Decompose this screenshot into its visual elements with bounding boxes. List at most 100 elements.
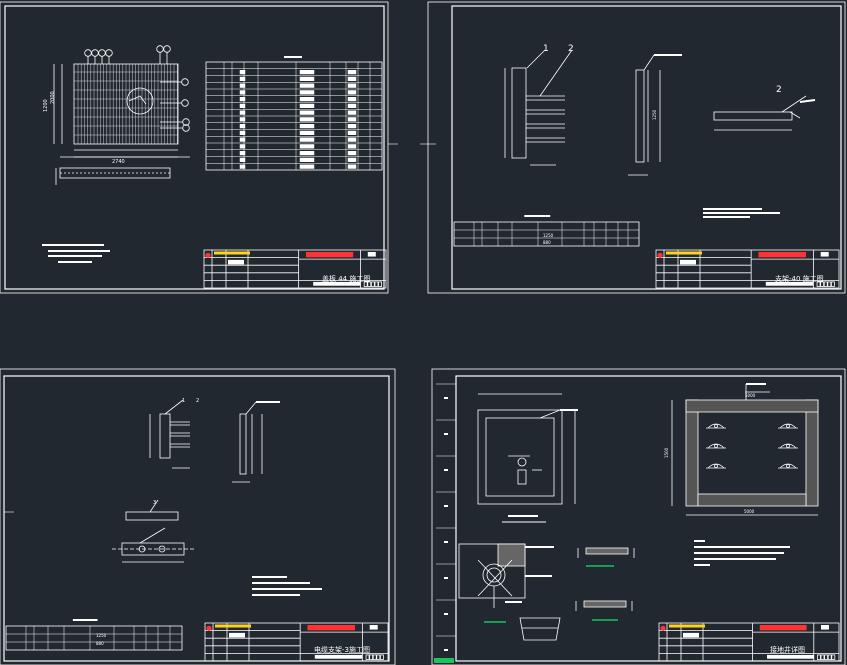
- sheet-1-plan-view: [53, 63, 190, 158]
- table-cell-text: [347, 90, 357, 95]
- table-cell-text: [239, 157, 246, 162]
- company-name-red: [305, 252, 354, 258]
- table-cell-text: [239, 151, 246, 156]
- sheet-2-material-table: [453, 215, 640, 247]
- page-box: [365, 654, 370, 660]
- cable-saddle: [779, 463, 797, 469]
- drawing-number: [765, 281, 814, 286]
- table-cell-text: [347, 137, 357, 142]
- sheet-1-section-view: [55, 167, 171, 185]
- sheet-4-plan-caption: [502, 515, 546, 523]
- table-cell-text: [239, 144, 246, 149]
- table-cell-text: [347, 130, 357, 135]
- title-block-frame: [658, 622, 840, 662]
- sheet-4-manhole-detail: [458, 543, 554, 608]
- sheet-2-plate-view: [713, 95, 816, 131]
- cable-saddle: [707, 463, 725, 469]
- cable-saddle: [707, 423, 725, 429]
- sheet-1-inner-border: [4, 5, 385, 290]
- sheet-4-section-view: [671, 383, 819, 516]
- company-name-yellow: [666, 251, 702, 255]
- sheet-3-cable-bracket[interactable]: [0, 368, 396, 665]
- page-box: [380, 654, 384, 660]
- signature-mark: [683, 632, 699, 638]
- sheet-2-notes: [703, 208, 780, 218]
- cable-clamp: [714, 464, 718, 468]
- sheet-3-title-block: [204, 622, 389, 662]
- sheet-4-grounding-well[interactable]: [431, 368, 846, 665]
- page-box: [374, 281, 379, 287]
- page-box: [369, 654, 374, 660]
- company-name-red: [758, 252, 807, 258]
- drawing-number: [767, 654, 814, 659]
- sheet-2-side-view: [628, 54, 682, 176]
- company-logo-icon: [205, 252, 211, 258]
- table-cell-text: [239, 137, 246, 142]
- table-cell-text: [299, 76, 315, 81]
- sheet-number: [821, 625, 829, 630]
- company-name-red: [759, 625, 807, 631]
- sheet-3-table-value-1: 1250: [96, 633, 107, 638]
- sheet-1-title: 盖板 44 施工图: [322, 274, 370, 283]
- sheet-2-side-dim: 1250: [652, 109, 657, 120]
- cable-clamp: [786, 444, 790, 448]
- table-cell-text: [299, 103, 315, 108]
- sheet-3-label-2: 2: [196, 398, 199, 404]
- table-cell-text: [299, 130, 315, 135]
- sheet-3-label-1: 1: [182, 398, 185, 404]
- sheet-2-label-1: 1: [543, 44, 549, 54]
- sheet-1-height-dim-2: 2000: [50, 91, 56, 104]
- table-cell-text: [347, 164, 357, 169]
- sheet-4-title: 接地井详图: [770, 645, 805, 654]
- sheet-1-part-balloons: [84, 45, 190, 132]
- sheet-3-front-view: [149, 399, 190, 469]
- sheet-1-title-block: [203, 249, 387, 289]
- sheet-1-height-dim: 1200: [43, 99, 49, 112]
- table-cell-text: [239, 97, 246, 102]
- sheet-3-material-table: [5, 619, 183, 651]
- sheet-4-green-marker: [434, 658, 454, 663]
- page-box: [827, 654, 832, 660]
- cable-saddle: [707, 443, 725, 449]
- sheet-2-label-3: 2: [776, 85, 782, 95]
- company-name-yellow: [215, 624, 251, 628]
- signature-mark: [680, 259, 696, 265]
- table-cell-text: [239, 103, 246, 108]
- sheet-number: [369, 625, 378, 630]
- table-cell-text: [239, 117, 246, 122]
- sheet-4-detail-b: [575, 600, 633, 621]
- sheet-4-top-dim: 5000: [745, 393, 756, 398]
- sheet-2-title: 支架-40 施工图: [775, 274, 824, 283]
- sheet-4-notes: [694, 540, 790, 566]
- table-cell-text: [347, 103, 357, 108]
- sheet-3-table-value-2: 880: [96, 641, 104, 646]
- table-cell-text: [299, 164, 315, 169]
- page-box: [817, 654, 821, 660]
- table-cell-text: [239, 110, 246, 115]
- table-cell-text: [347, 124, 357, 129]
- sheet-1-cover-plate[interactable]: [0, 1, 389, 294]
- company-logo-icon: [206, 625, 212, 631]
- sheet-2-bracket[interactable]: [427, 1, 846, 294]
- table-cell-text: [347, 110, 357, 115]
- sheet-3-label-3: 3: [153, 500, 156, 506]
- sheet-1-width-dim: 2740: [112, 159, 125, 165]
- table-cell-text: [299, 110, 315, 115]
- page-box: [823, 281, 828, 287]
- sheet-number: [820, 252, 829, 257]
- sheet-2-outer-border: [427, 1, 846, 294]
- sheet-3-side-view: [232, 401, 280, 483]
- sheet-3-title: 电缆支架-3施工图: [314, 645, 370, 654]
- sheet-4-bottom-dim: 5000: [744, 509, 755, 514]
- sheet-2-label-2: 2: [568, 44, 574, 54]
- table-cell-text: [239, 83, 246, 88]
- viewport-cursor-marks: [4, 143, 436, 513]
- page-box: [370, 281, 375, 287]
- sheet-3-plate-view: [125, 499, 179, 521]
- page-box: [816, 281, 821, 287]
- cable-saddle: [779, 443, 797, 449]
- sheet-number: [367, 252, 376, 257]
- table-cell-text: [239, 90, 246, 95]
